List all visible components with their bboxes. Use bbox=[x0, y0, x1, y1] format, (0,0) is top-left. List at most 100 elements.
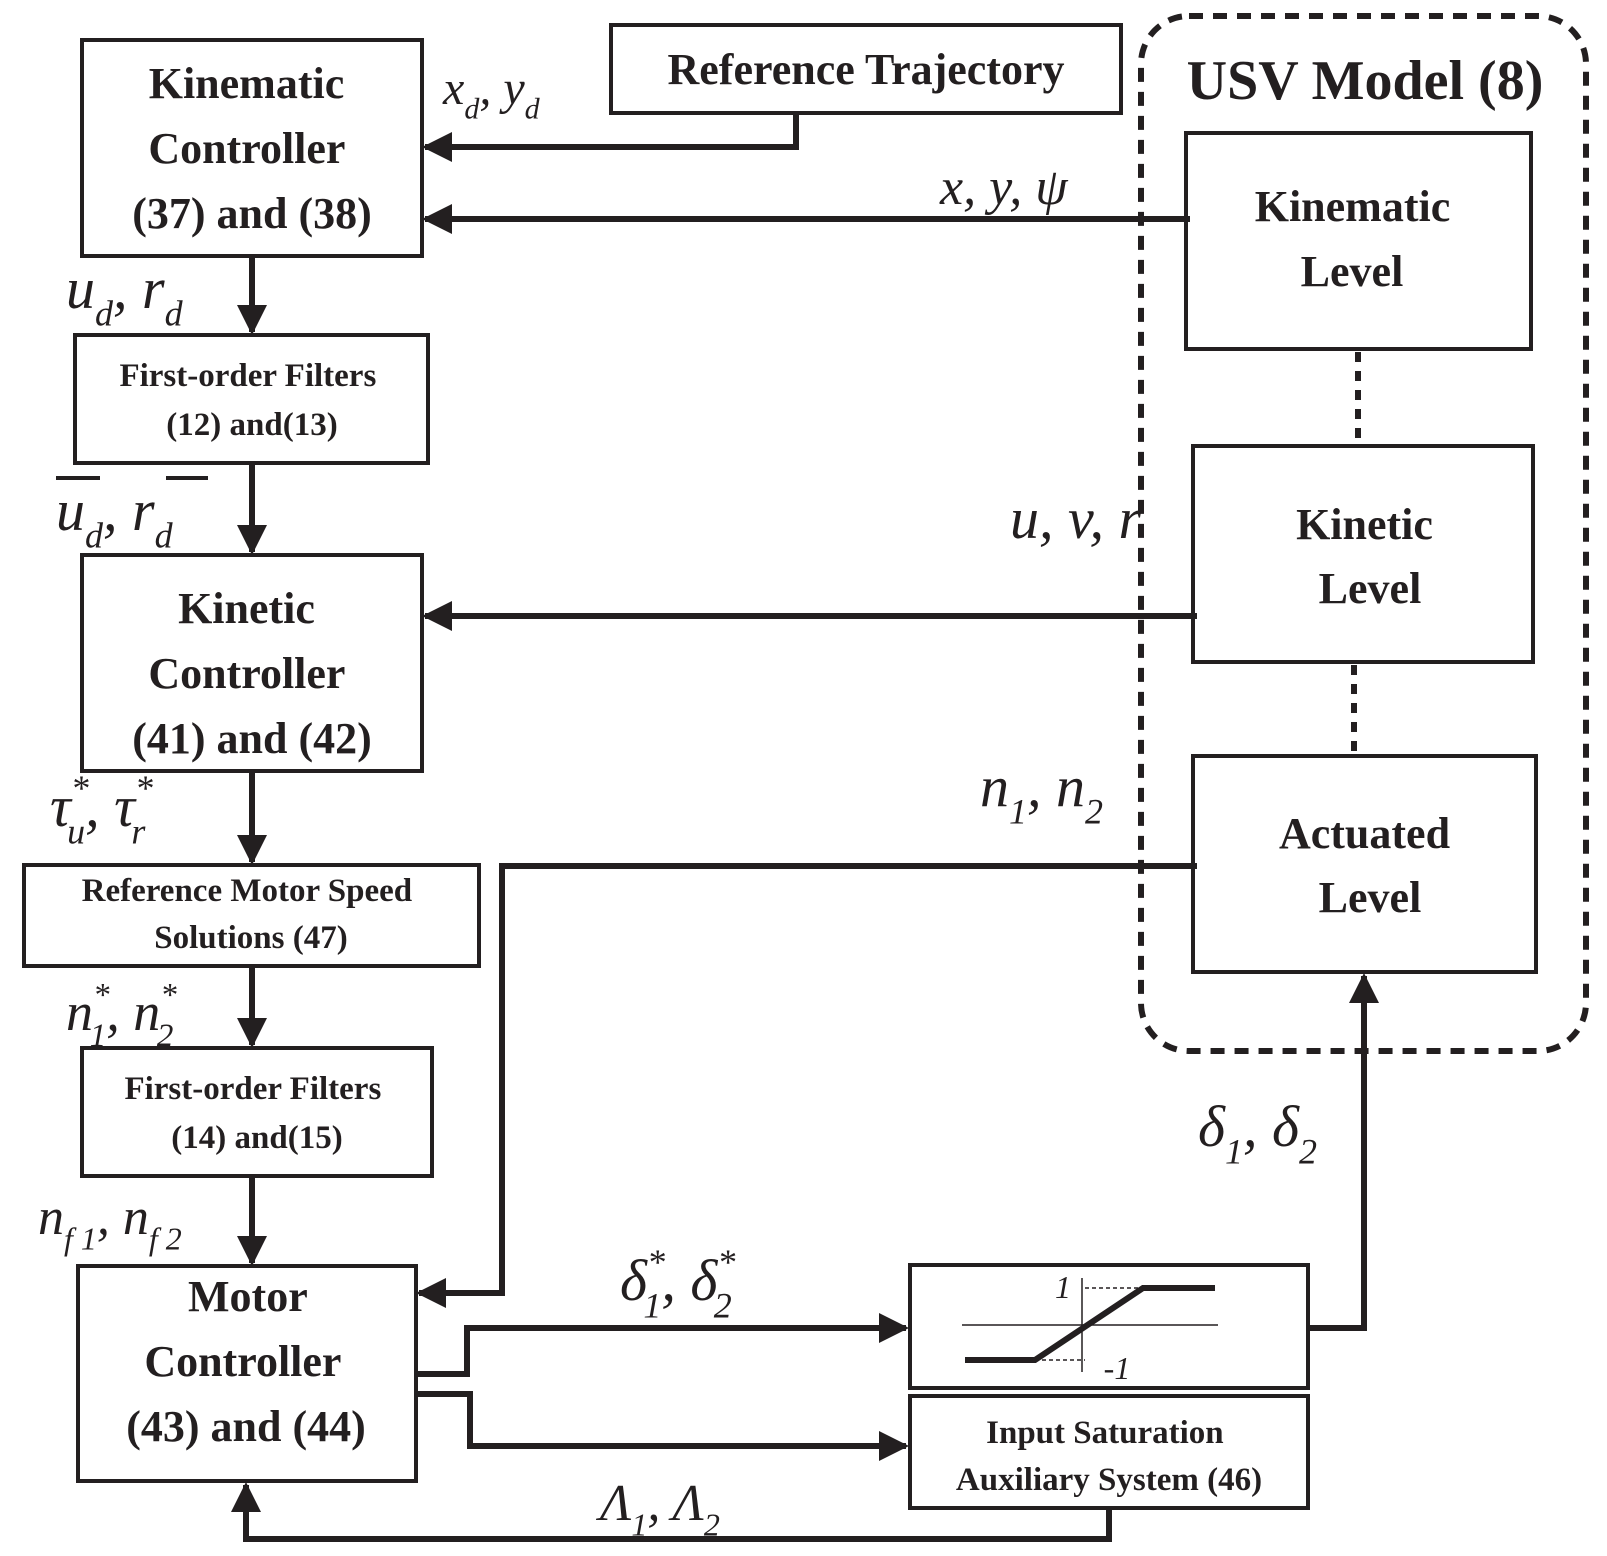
kinematic-controller-label: Kinematic Controller (37) and (38) bbox=[132, 59, 372, 238]
signal-part: , bbox=[106, 982, 133, 1042]
signal-part: 2 bbox=[1085, 791, 1103, 831]
signal-part: d bbox=[155, 515, 174, 555]
wire-motor-to-auxiliary bbox=[416, 1391, 909, 1461]
signal-part: * bbox=[135, 768, 153, 808]
reference-motor-speed-label: Reference Motor Speed Solutions (47) bbox=[82, 873, 421, 956]
signal-part: * bbox=[647, 1242, 665, 1282]
signal-part: n bbox=[980, 754, 1009, 819]
signal-part: Λ bbox=[667, 1475, 704, 1532]
signal-part: , bbox=[1027, 754, 1056, 819]
signal-part: , bbox=[661, 1248, 690, 1313]
saturation-auxiliary-block bbox=[908, 1394, 1310, 1510]
signal-ud-rd: ud, rd bbox=[66, 256, 184, 333]
actuated-level-block bbox=[1191, 754, 1538, 974]
signal-x-y-psi: x, y, ψ bbox=[939, 159, 1069, 216]
signal-part: , bbox=[85, 774, 114, 839]
motor-controller-block bbox=[76, 1264, 418, 1483]
signal-part: δ bbox=[620, 1248, 648, 1313]
signal-u-v-r: u, v, r bbox=[1010, 486, 1141, 551]
signal-part: , bbox=[97, 1189, 123, 1246]
kinematic-level-block bbox=[1184, 131, 1533, 351]
reference-trajectory-block bbox=[609, 23, 1123, 115]
first-order-filters-1-label: First-order Filters (12) and(13) bbox=[119, 358, 384, 443]
signal-part: 2 bbox=[1299, 1131, 1317, 1171]
kinematic-level-label: Kinematic Level bbox=[1255, 182, 1462, 296]
signal-tau-star: τ*u, τ*r bbox=[50, 768, 153, 852]
signal-part: u bbox=[56, 478, 85, 543]
signal-part: d bbox=[525, 92, 541, 125]
signal-part: , bbox=[479, 62, 503, 115]
signal-part: 1 bbox=[1009, 791, 1027, 831]
signal-part: τ bbox=[50, 774, 73, 839]
signal-delta-star: δ*1, δ*2 bbox=[620, 1242, 735, 1326]
signal-part: r bbox=[142, 256, 165, 321]
signal-nf: nf 1, nf 2 bbox=[38, 1189, 182, 1257]
signal-part: r bbox=[131, 811, 146, 851]
signal-part: Λ bbox=[595, 1475, 632, 1532]
kinematic-controller-block bbox=[80, 38, 424, 258]
wire-reference-to-kinematic bbox=[422, 114, 799, 162]
reference-motor-speed-block bbox=[22, 863, 481, 968]
signal-part: f 2 bbox=[149, 1221, 182, 1257]
signal-part: , bbox=[103, 478, 132, 543]
wire-actuated-feedback bbox=[416, 863, 1197, 1308]
saturation-lower-label: -1 bbox=[1104, 1350, 1131, 1386]
signal-n-star: n*1, n*2 bbox=[66, 978, 177, 1054]
signal-part: τ bbox=[114, 774, 137, 839]
signal-part: * bbox=[717, 1242, 735, 1282]
signal-part: 2 bbox=[704, 1507, 720, 1543]
signal-part: 2 bbox=[157, 1018, 174, 1054]
signal-part: d bbox=[95, 293, 114, 333]
signal-part: d bbox=[165, 293, 184, 333]
wire-saturation-to-actuated bbox=[1308, 973, 1379, 1331]
signal-part: n bbox=[133, 982, 160, 1042]
kinetic-level-label: Kinetic Level bbox=[1296, 500, 1444, 613]
first-order-filters-1-block bbox=[73, 333, 430, 465]
signal-part: x bbox=[442, 62, 464, 115]
signal-part: 2 bbox=[714, 1285, 732, 1325]
signal-part: n bbox=[123, 1189, 149, 1246]
signal-part: δ bbox=[1198, 1094, 1226, 1159]
signal-n1-n2: n1, n2 bbox=[980, 754, 1103, 831]
signal-part: r bbox=[132, 478, 155, 543]
signal-xd-yd: xd, yd bbox=[442, 62, 541, 125]
signal-part: 1 bbox=[1225, 1131, 1243, 1171]
svg-text:ud, rd: ud, rd bbox=[56, 478, 174, 555]
reference-trajectory-label: Reference Trajectory bbox=[668, 45, 1065, 94]
signal-part: , bbox=[113, 256, 142, 321]
signal-part: d bbox=[85, 515, 104, 555]
signal-part: δ bbox=[690, 1248, 718, 1313]
signal-part: u bbox=[67, 811, 85, 851]
signal-part: δ bbox=[1272, 1094, 1300, 1159]
signal-part: d bbox=[464, 92, 480, 125]
signal-lambda: Λ1, Λ2 bbox=[595, 1475, 720, 1543]
saturation-icon: 1 -1 bbox=[962, 1269, 1218, 1386]
first-order-filters-2-label: First-order Filters (14) and(15) bbox=[124, 1071, 389, 1156]
signal-part: * bbox=[160, 978, 177, 1014]
kinetic-level-block bbox=[1191, 444, 1535, 664]
signal-part: 1 bbox=[90, 1018, 107, 1054]
signal-part: f 1 bbox=[64, 1221, 97, 1257]
first-order-filters-2-block bbox=[80, 1046, 434, 1178]
actuated-level-label: Actuated Level bbox=[1279, 809, 1461, 922]
signal-part: * bbox=[93, 978, 110, 1014]
signal-part: , bbox=[647, 1475, 672, 1532]
signal-part: , bbox=[1243, 1094, 1272, 1159]
signal-part: y bbox=[498, 62, 525, 115]
signal-part: n bbox=[1056, 754, 1085, 819]
signal-part: n bbox=[66, 982, 93, 1042]
signal-delta: δ1, δ2 bbox=[1198, 1094, 1317, 1171]
saturation-auxiliary-label: Input Saturation Auxiliary System (46) bbox=[956, 1415, 1262, 1498]
wire-motor-to-saturation bbox=[416, 1313, 909, 1377]
motor-controller-label: Motor Controller (43) and (44) bbox=[126, 1272, 366, 1451]
signal-ubar-rbar: ud, rd bbox=[56, 476, 208, 555]
kinetic-controller-block bbox=[80, 553, 424, 773]
signal-part: 1 bbox=[643, 1285, 661, 1325]
kinetic-controller-label: Kinetic Controller (41) and (42) bbox=[132, 584, 372, 763]
signal-part: n bbox=[38, 1189, 64, 1246]
signal-part: 1 bbox=[631, 1507, 647, 1543]
saturation-upper-label: 1 bbox=[1055, 1269, 1071, 1305]
usv-model-title: USV Model (8) bbox=[1187, 50, 1544, 112]
signal-part: u bbox=[66, 256, 95, 321]
